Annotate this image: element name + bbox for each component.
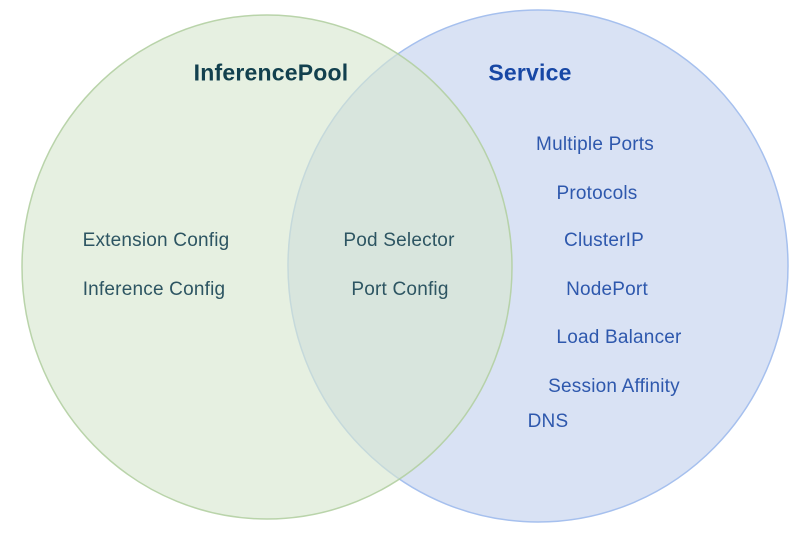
right-item-protocols: Protocols: [556, 183, 638, 204]
intersection-item-pod-selector: Pod Selector: [343, 230, 455, 251]
inferencepool-title: InferencePool: [193, 59, 349, 86]
left-item-inference-config: Inference Config: [82, 279, 226, 300]
right-item-multiple-ports: Multiple Ports: [536, 134, 654, 155]
right-item-load-balancer: Load Balancer: [556, 327, 682, 348]
service-title: Service: [488, 59, 572, 86]
right-item-nodeport: NodePort: [566, 279, 648, 300]
right-item-clusterip: ClusterIP: [564, 230, 644, 251]
right-item-session-affinity: Session Affinity: [548, 376, 680, 397]
inferencepool-circle: [21, 14, 513, 520]
right-item-dns: DNS: [527, 411, 569, 432]
intersection-item-port-config: Port Config: [351, 279, 449, 300]
left-item-extension-config: Extension Config: [82, 230, 230, 251]
